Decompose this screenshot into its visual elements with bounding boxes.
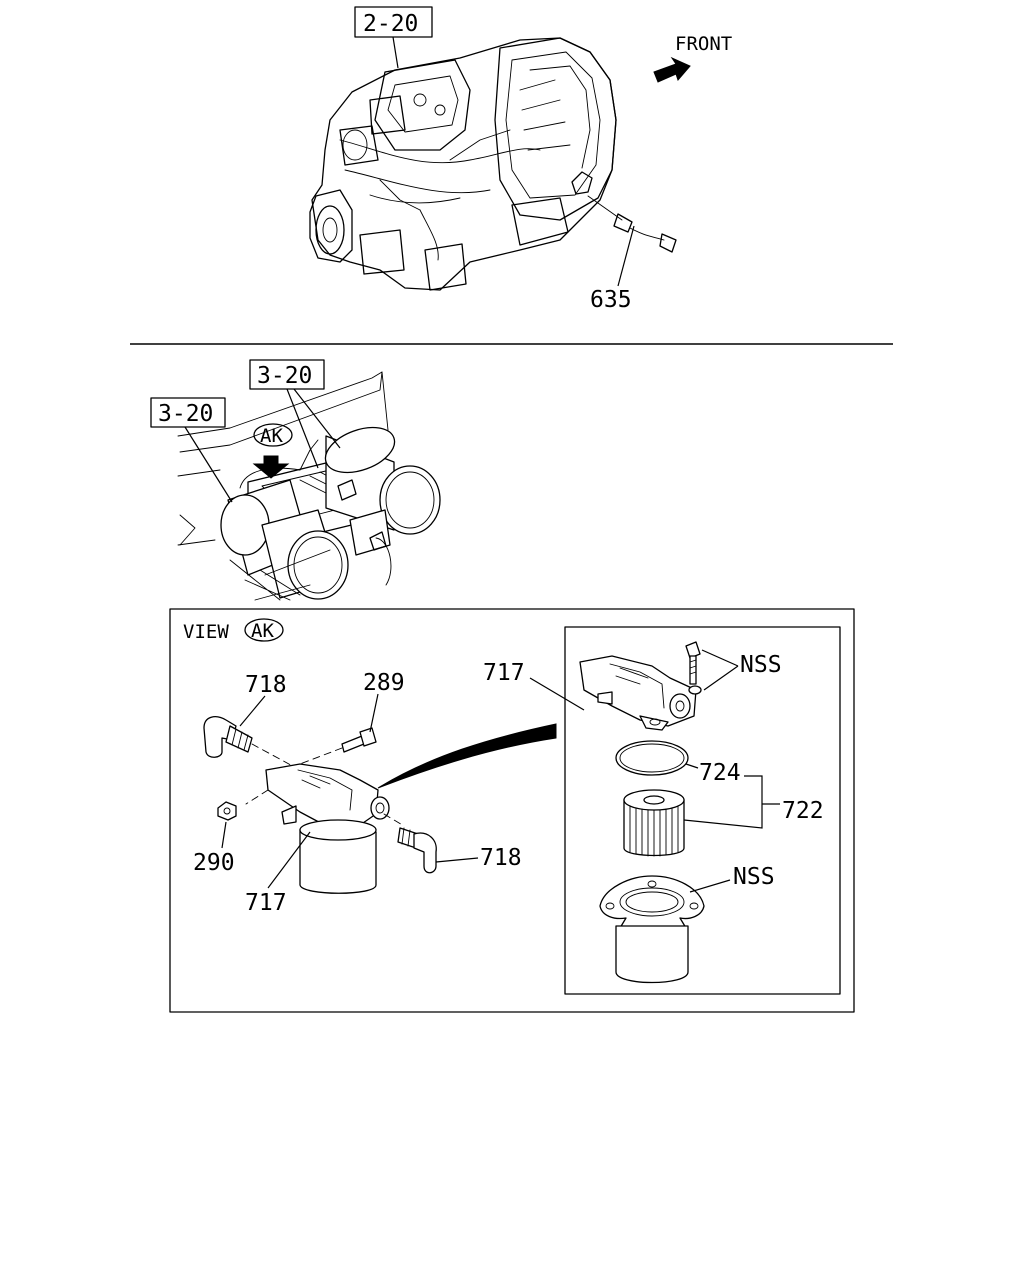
ref-3-20-left-box <box>150 397 226 428</box>
front-arrow-icon <box>653 56 691 83</box>
front-label: FRONT <box>675 33 732 55</box>
ak-top-label: AK <box>260 425 283 447</box>
ak-view-label: AK <box>251 620 274 642</box>
part-290-label: 290 <box>193 850 235 876</box>
part-718-top-label: 718 <box>245 672 287 698</box>
part-724-label: 724 <box>699 760 741 786</box>
view-direction-arrow-icon <box>252 455 290 479</box>
view-label: VIEW <box>183 621 229 643</box>
fuel-filter-assembly <box>203 716 437 894</box>
ak-marker-top <box>253 423 293 447</box>
part-635-label: 635 <box>590 287 632 313</box>
part-289-label: 289 <box>363 670 405 696</box>
part-717-bottom-label: 717 <box>245 890 287 916</box>
tank-assembly-drawing <box>177 371 441 601</box>
nss-top-label: NSS <box>740 652 782 678</box>
part-722-label: 722 <box>782 798 824 824</box>
part-717-mid-label: 717 <box>483 660 525 686</box>
filter-exploded-view <box>579 641 705 984</box>
transmission-drawing <box>309 37 677 291</box>
ref-3-20-left-label: 3-20 <box>158 401 213 427</box>
detail-pointer <box>377 723 557 789</box>
view-ak-panel <box>169 608 855 1013</box>
detail-box <box>564 626 841 995</box>
ak-marker-view <box>244 618 284 642</box>
ref-3-20-right-label: 3-20 <box>257 363 312 389</box>
ref-2-20-label: 2-20 <box>363 11 418 37</box>
part-718-right-label: 718 <box>480 845 522 871</box>
nss-bottom-label: NSS <box>733 864 775 890</box>
